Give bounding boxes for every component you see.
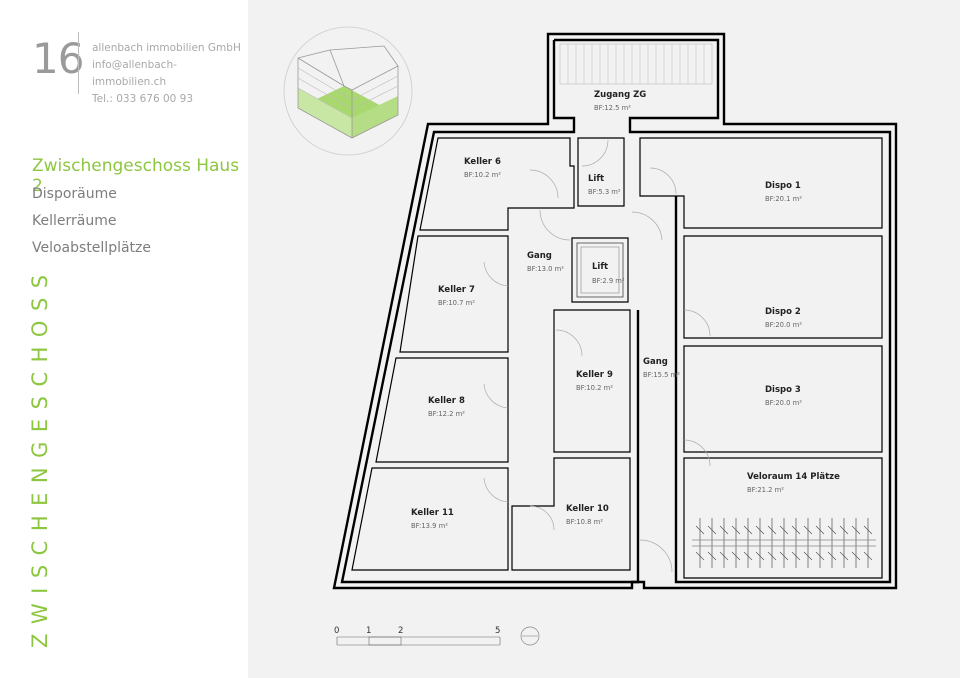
- floor-plan: Zugang ZG BF:12.5 m² Keller 6 BF:10.2 m²…: [283, 26, 898, 646]
- topic-item: Veloabstellplätze: [32, 240, 152, 256]
- room-name: Zugang ZG: [594, 90, 646, 100]
- room-name: Keller 6: [464, 157, 501, 167]
- room-area: BF:5.3 m²: [588, 188, 621, 196]
- company-email[interactable]: info@allenbach-immobilien.ch: [92, 59, 177, 88]
- room-name: Keller 10: [566, 504, 609, 514]
- scale-label: 1: [366, 626, 371, 636]
- room-area: BF:10.7 m²: [438, 299, 475, 307]
- room-area: BF:10.2 m²: [464, 171, 501, 179]
- room-area: BF:21.2 m²: [747, 486, 784, 494]
- page-number: 16: [32, 34, 84, 83]
- scale-label: 2: [398, 626, 403, 636]
- stair-icon: [559, 43, 713, 85]
- building-key-icon: [283, 26, 413, 156]
- room-area: BF:10.2 m²: [576, 384, 613, 392]
- room-name: Lift: [592, 262, 608, 272]
- info-sidebar: 16 allenbach immobilien GmbH info@allenb…: [0, 0, 248, 678]
- company-block: allenbach immobilien GmbH info@allenbach…: [92, 40, 248, 108]
- topic-item: Kellerräume: [32, 213, 117, 229]
- room-name: Lift: [588, 174, 604, 184]
- room-area: BF:10.8 m²: [566, 518, 603, 526]
- room-name: Keller 7: [438, 285, 475, 295]
- topic-list: Disporäume Kellerräume Veloabstellplätze: [32, 186, 151, 267]
- room-area: BF:20.1 m²: [765, 195, 802, 203]
- room-name: Keller 11: [411, 508, 454, 518]
- room-area: BF:2.9 m²: [592, 277, 625, 285]
- scale-bar: 0 1 2 5: [334, 626, 500, 646]
- scale-label: 5: [495, 626, 500, 636]
- room-area: BF:12.5 m²: [594, 104, 631, 112]
- vertical-floor-title: ZWISCHENGESCHOSS: [28, 265, 52, 648]
- page-headline: Zwischengeschoss Haus 2: [32, 156, 240, 196]
- room-name: Keller 9: [576, 370, 613, 380]
- door-swings: [483, 139, 711, 573]
- topic-item: Disporäume: [32, 186, 117, 202]
- room-area: BF:13.9 m²: [411, 522, 448, 530]
- room-name: Dispo 1: [765, 181, 801, 191]
- north-arrow-icon: [520, 626, 540, 646]
- room-area: BF:13.0 m²: [527, 265, 564, 273]
- room-name: Gang: [527, 251, 552, 261]
- room-name: Gang: [643, 357, 668, 367]
- bike-rack-icon: [692, 518, 876, 568]
- company-name: allenbach immobilien GmbH: [92, 42, 241, 54]
- room-area: BF:20.0 m²: [765, 321, 802, 329]
- room-name: Keller 8: [428, 396, 465, 406]
- header-divider: [78, 32, 79, 94]
- room-name: Dispo 3: [765, 385, 801, 395]
- room-name: Veloraum 14 Plätze: [747, 472, 840, 482]
- outer-wall: [332, 32, 898, 590]
- room-area: BF:12.2 m²: [428, 410, 465, 418]
- room-area: BF:20.0 m²: [765, 399, 802, 407]
- room-area: BF:15.5 m²: [643, 371, 680, 379]
- company-phone[interactable]: Tel.: 033 676 00 93: [92, 93, 194, 105]
- scale-label: 0: [334, 626, 339, 636]
- room-name: Dispo 2: [765, 307, 801, 317]
